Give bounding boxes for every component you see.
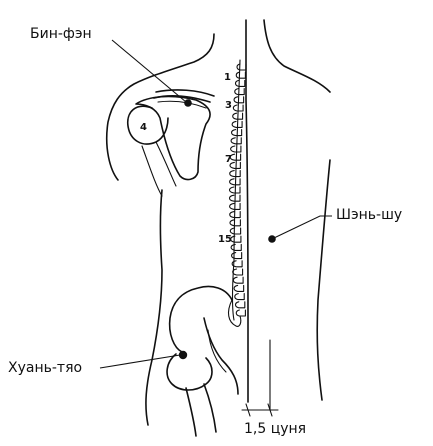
- vertebra-segment: [231, 252, 243, 260]
- label-bin-fen: Бин-фэн: [30, 26, 92, 42]
- vertebra-segment: [231, 260, 243, 268]
- vertebra-segment: [235, 71, 246, 79]
- vertebra-segment: [232, 104, 244, 112]
- vertebra-segment: [229, 161, 241, 169]
- vertebra-segment: [233, 96, 245, 104]
- vertebra-segment: [233, 284, 245, 292]
- humerus-shaft: [141, 141, 177, 197]
- vertebra-segment: [229, 211, 241, 219]
- bin-fen-point: [184, 99, 192, 107]
- vertebra-group: [228, 63, 247, 317]
- scapula-outline: [135, 95, 211, 181]
- acupoint-huan-tyao: [99, 350, 188, 369]
- scapula-spine-inner: [157, 100, 207, 109]
- vertebra-number-4: 4: [140, 122, 147, 133]
- left-body-outline: [145, 189, 163, 426]
- sacrum-outline: [227, 299, 242, 327]
- spinal-column: [227, 19, 249, 403]
- vertebra-number-15: 15: [218, 234, 232, 245]
- vertebra-number-1: 1: [224, 72, 231, 83]
- spine-midline: [245, 19, 249, 403]
- femur-head-outline: [166, 353, 213, 391]
- measurement-marker: [241, 339, 279, 417]
- huan-tyao-leader: [99, 354, 181, 369]
- vertebra-segment: [232, 268, 244, 276]
- vertebra-segment: [230, 137, 242, 145]
- body-outline: [105, 19, 331, 437]
- vertebra-segment: [229, 170, 241, 178]
- vertebra-segment: [232, 276, 244, 284]
- label-huan-tyao: Хуань-тяо: [8, 360, 82, 376]
- vertebra-segment: [230, 243, 242, 251]
- clavicle-outline: [155, 89, 215, 97]
- femur-shaft: [185, 383, 217, 437]
- acupoint-shen-shu: [268, 215, 332, 243]
- vertebra-segment: [229, 178, 241, 186]
- vertebra-number-7: 7: [225, 154, 232, 165]
- acupoint-bin-fen: [111, 39, 192, 107]
- label-shen-shu: Шэнь-шу: [336, 207, 402, 223]
- left-neck-shoulder-outline: [105, 33, 215, 181]
- vertebra-segment: [232, 112, 244, 120]
- vertebra-segment: [236, 63, 247, 71]
- vertebra-segment: [234, 79, 246, 87]
- vertebra-segment: [234, 293, 245, 301]
- humerus-head-outline: [127, 105, 169, 145]
- vertebra-segment: [234, 301, 246, 309]
- vertebra-segment: [235, 309, 246, 317]
- shen-shu-leader: [273, 215, 332, 239]
- huan-tyao-point: [178, 350, 188, 360]
- vertebra-segment: [228, 194, 241, 202]
- scapula-spine: [153, 95, 211, 103]
- vertebra-number-3: 3: [225, 100, 232, 111]
- vertebra-segment: [231, 120, 243, 128]
- vertebra-segment: [234, 88, 245, 96]
- bin-fen-leader: [111, 39, 187, 103]
- pelvis-lower-curve: [207, 329, 227, 373]
- right-back-outline: [316, 159, 331, 401]
- right-neck-outline: [263, 19, 331, 93]
- vertebra-segment: [229, 153, 242, 161]
- measurement-tick-left: [245, 403, 251, 417]
- vertebra-segment: [230, 145, 242, 153]
- vertebra-segment: [228, 186, 241, 194]
- vertebra-segment: [229, 202, 241, 210]
- vertebra-segment: [229, 227, 242, 235]
- vertebra-segment: [231, 129, 243, 137]
- label-measure: 1,5 цуня: [244, 421, 306, 437]
- shen-shu-point: [268, 235, 276, 243]
- ilium-inner-outline: [203, 317, 239, 395]
- vertebra-segment: [230, 235, 242, 243]
- vertebra-segment: [229, 219, 241, 227]
- ilium-outline: [168, 285, 233, 353]
